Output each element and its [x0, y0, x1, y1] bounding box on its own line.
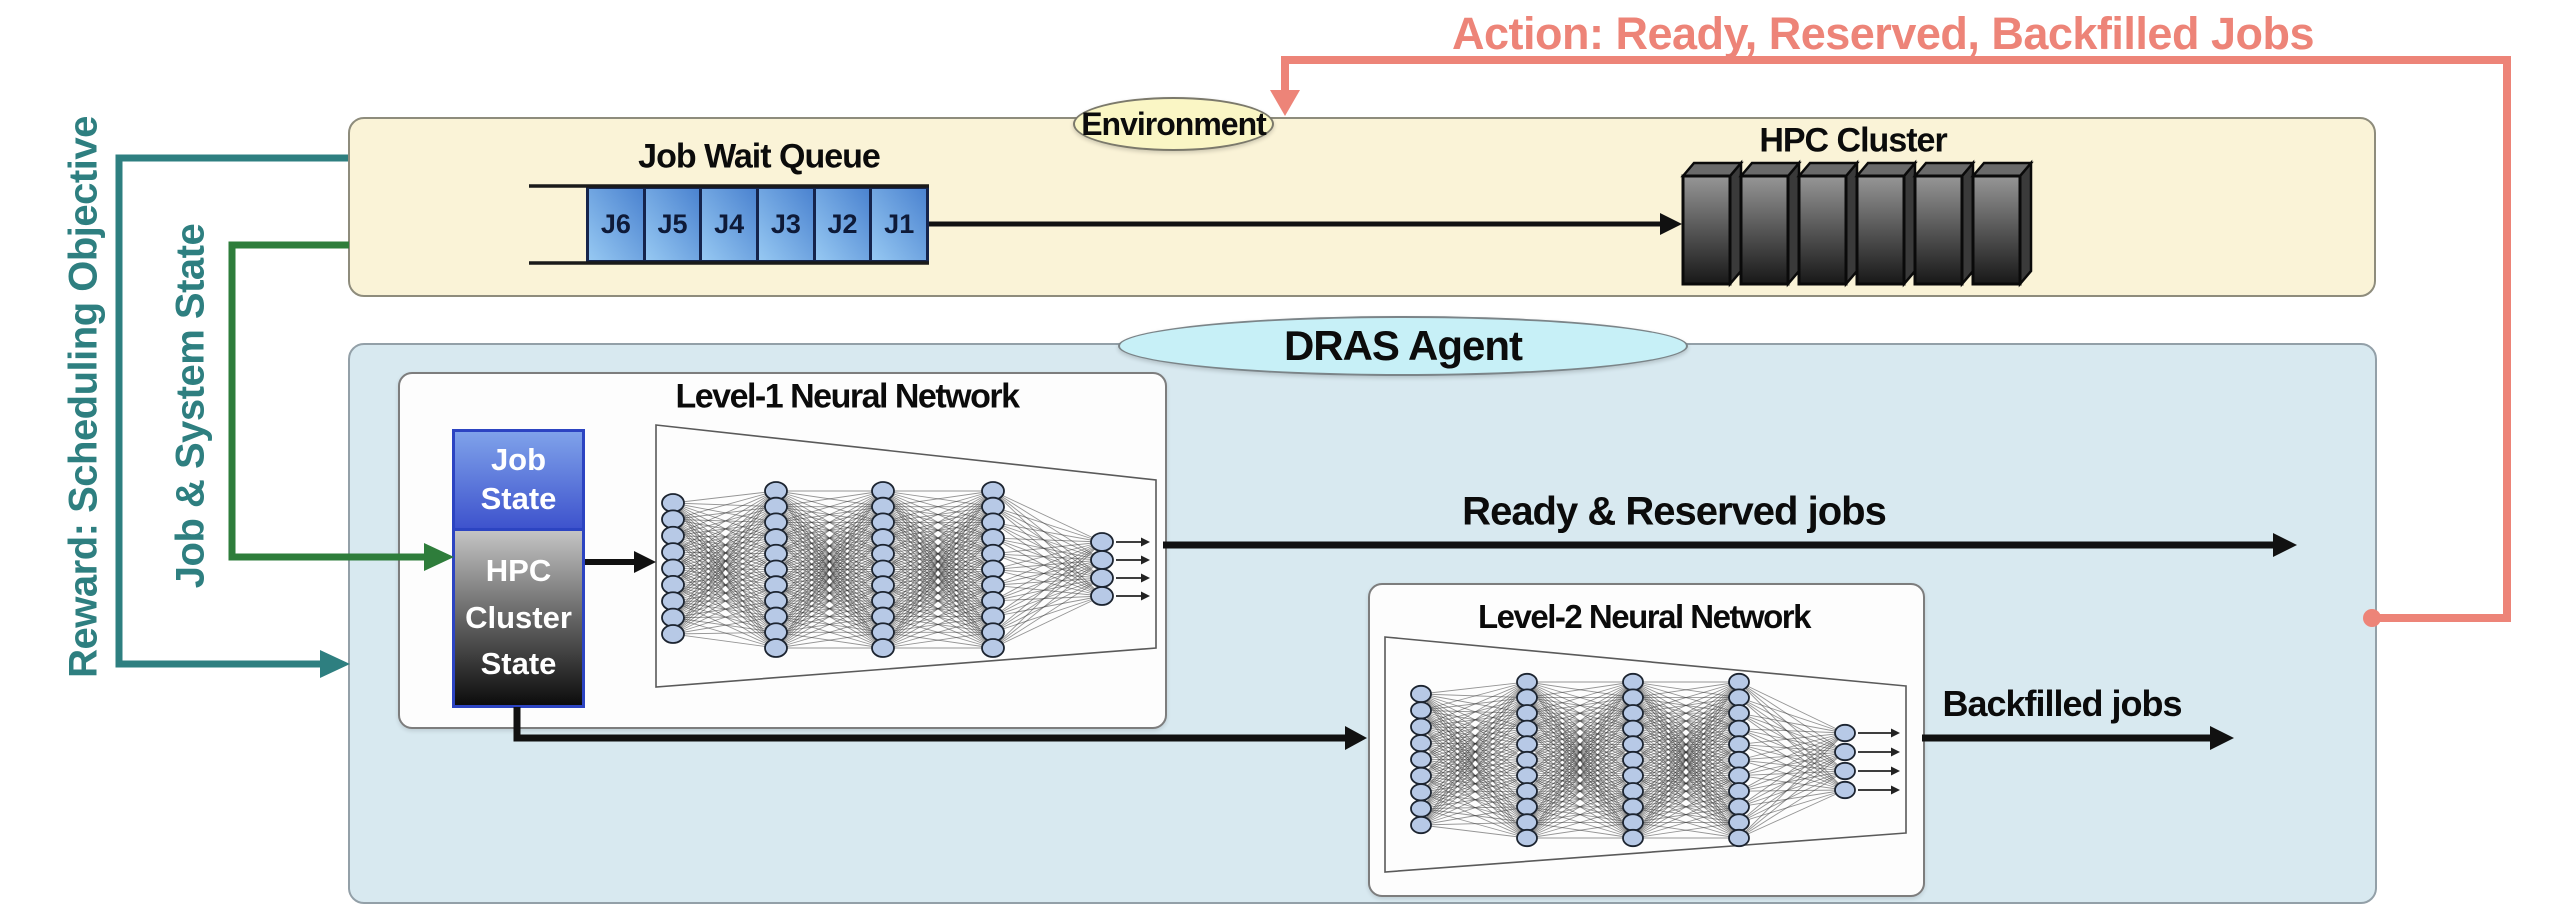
job-state-block: Job State	[455, 432, 582, 531]
job-box-j6: J6	[586, 186, 646, 263]
ready-reserved-jobs-label: Ready & Reserved jobs	[1462, 489, 1887, 534]
dras-agent-label-ellipse: DRAS Agent	[1118, 316, 1688, 376]
hpc-cluster-title: HPC Cluster	[1759, 121, 1947, 160]
job-box-j3: J3	[756, 186, 816, 263]
environment-title: Environment	[1081, 105, 1267, 142]
dras-agent-title: DRAS Agent	[1283, 322, 1523, 369]
backfilled-jobs-label: Backfilled jobs	[1942, 683, 2182, 724]
level1-network-title: Level-1 Neural Network	[675, 377, 1020, 416]
level2-network-title: Level-2 Neural Network	[1478, 598, 1811, 635]
hpc-cluster-state-block: HPC Cluster State	[455, 531, 582, 705]
job-box-j2: J2	[812, 186, 873, 263]
job-box-j5: J5	[642, 186, 703, 263]
job-box-j1: J1	[869, 186, 930, 263]
job-box-j4: J4	[699, 186, 760, 263]
action-label: Action: Ready, Reserved, Backfilled Jobs	[1452, 8, 2314, 59]
job-system-state-label: Job & System State	[168, 223, 213, 589]
state-stack: Job State HPC Cluster State	[452, 429, 585, 708]
job-wait-queue: J6 J5 J4 J3 J2 J1	[586, 186, 930, 263]
reward-scheduling-objective-label: Reward: Scheduling Objective	[61, 116, 106, 678]
job-wait-queue-title: Job Wait Queue	[638, 137, 881, 176]
environment-label-ellipse: Environment	[1073, 97, 1274, 151]
